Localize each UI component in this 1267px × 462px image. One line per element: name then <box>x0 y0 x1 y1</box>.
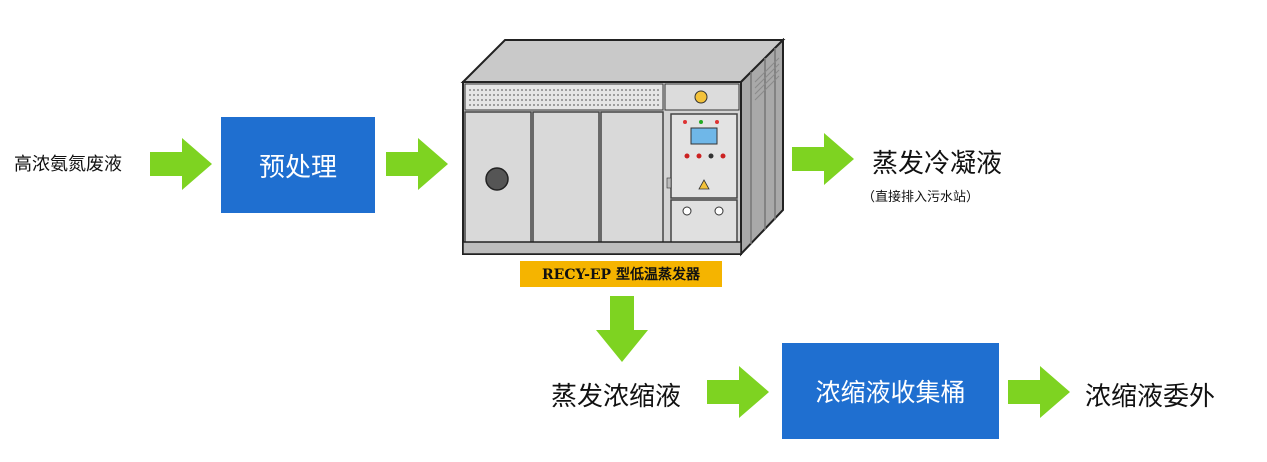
evaporator-caption: RECY-EP 型低温蒸发器 <box>520 261 722 287</box>
collection-box: 浓缩液收集桶 <box>782 343 999 439</box>
flow-arrow-5 <box>707 366 769 418</box>
concentrate-label: 蒸发浓缩液 <box>551 382 682 412</box>
flow-arrow-6 <box>1008 366 1070 418</box>
flow-arrow-2 <box>386 138 448 190</box>
evaporator-machine-image <box>460 38 786 257</box>
condensate-note: （直接排入污水站） <box>862 190 980 205</box>
flow-arrow-down <box>596 296 648 362</box>
flow-arrow-3 <box>792 133 854 185</box>
condensate-label: 蒸发冷凝液 <box>872 149 1003 179</box>
pretreatment-box: 预处理 <box>221 117 375 213</box>
flow-arrow-1 <box>150 138 212 190</box>
output-label: 浓缩液委外 <box>1085 382 1216 412</box>
input-label: 高浓氨氮废液 <box>14 154 122 175</box>
